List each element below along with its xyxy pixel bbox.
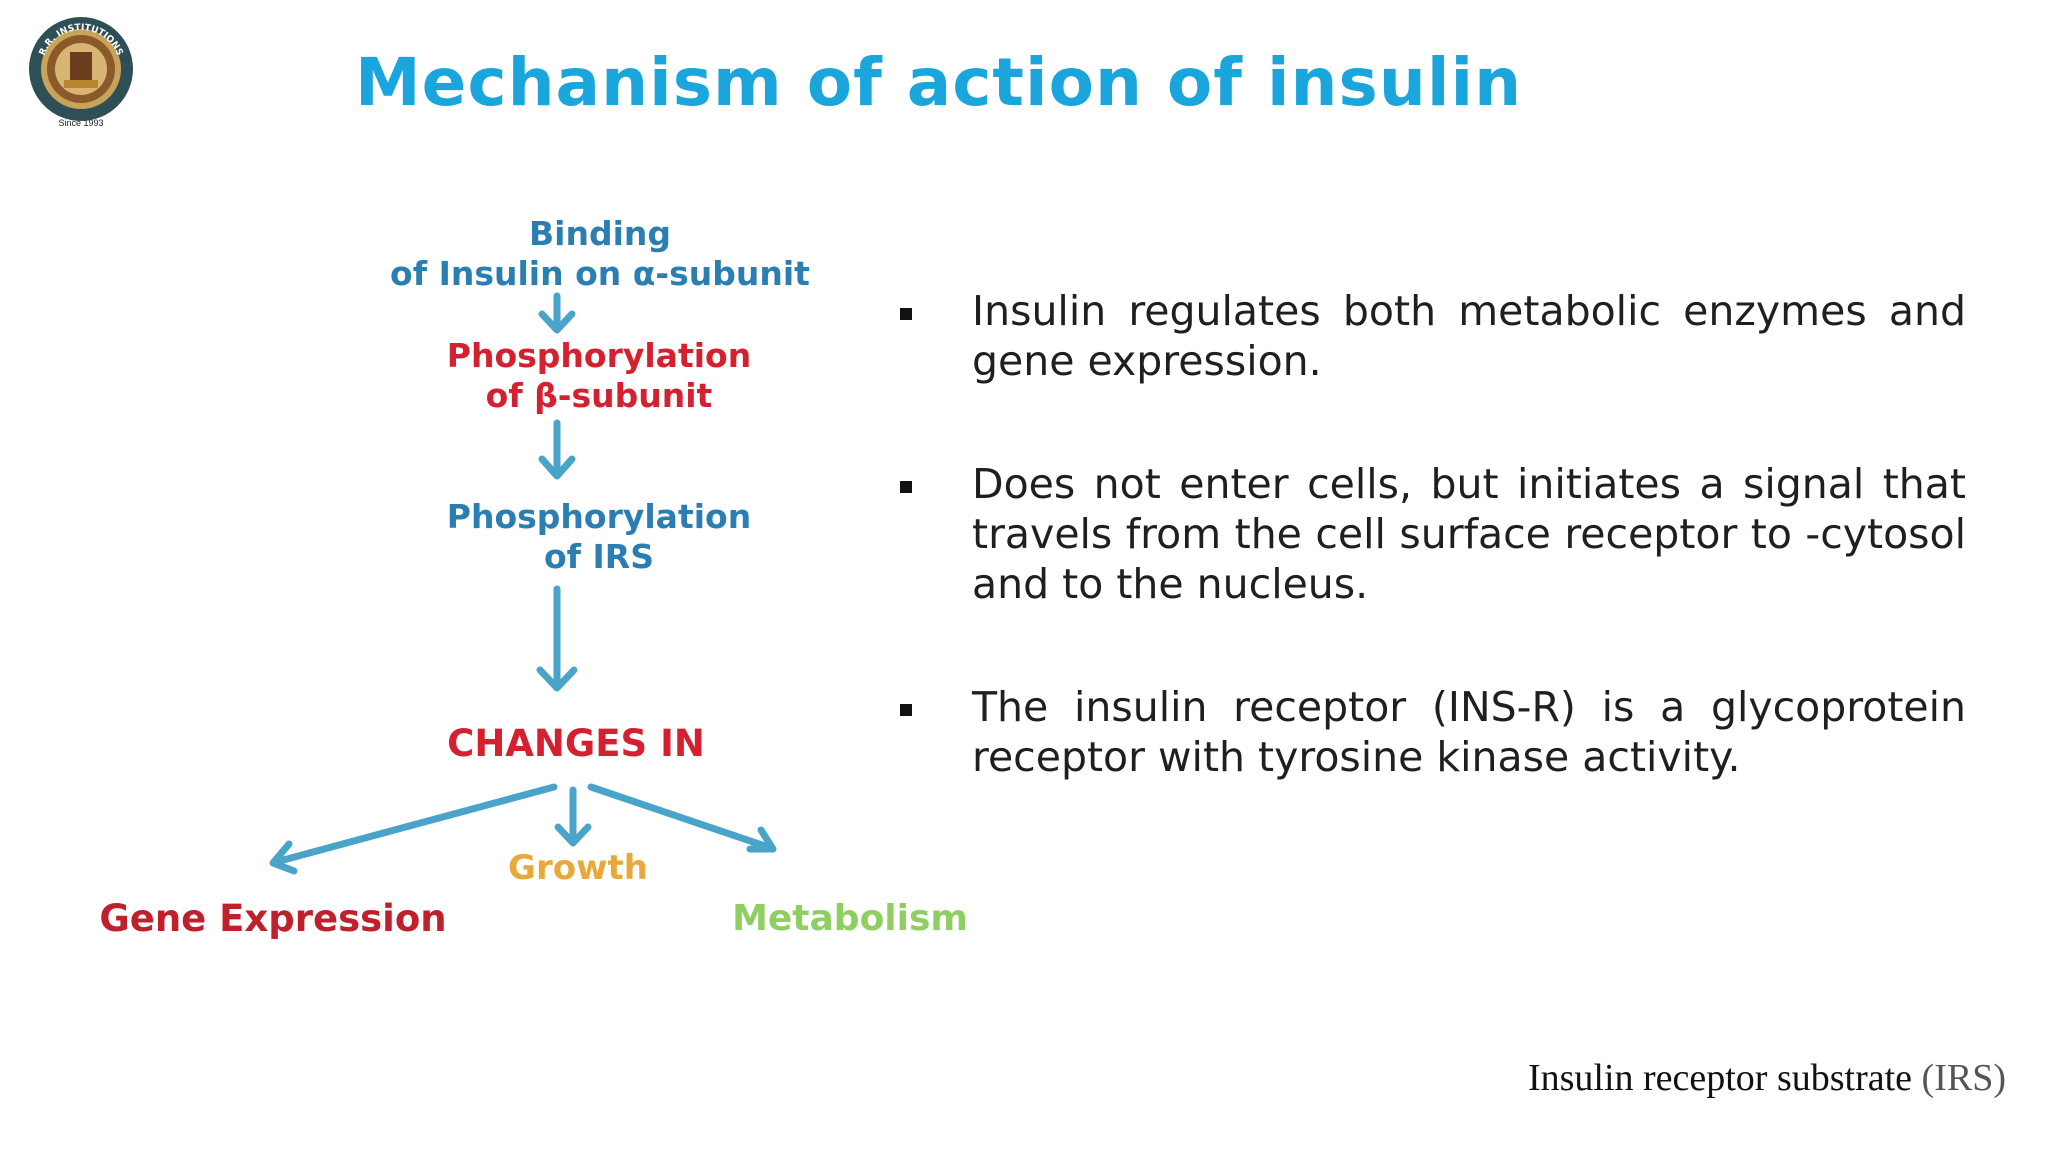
node-beta-phosphorylation: Phosphorylation of β-subunit [446,336,752,415]
logo-since-text: Since 1993 [58,118,104,128]
node-irs-phosphorylation: Phosphorylation of IRS [446,497,752,576]
node-metabolism: Metabolism [732,898,968,939]
arrow-to-growth [554,786,592,847]
footnote: Insulin receptor substrate (IRS) [1528,1056,2006,1100]
institution-logo: R.R. INSTITUTIONS Since 1993 [26,14,136,134]
arrow-to-gene-expression [269,783,558,875]
arrow-beta-to-irs [538,419,576,480]
bullet-list: Insulin regulates both metabolic enzymes… [893,286,1966,782]
node-changes-in: CHANGES IN [447,722,705,765]
bullet-item: Does not enter cells, but initiates a si… [893,459,1966,609]
arrow-binding-to-beta [538,292,576,334]
arrow-irs-to-changes [536,585,578,692]
node-gene-expression: Gene Expression [99,897,447,940]
bullet-item: The insulin receptor (INS-R) is a glycop… [893,682,1966,782]
node-binding: Binding of Insulin on α-subunit [390,214,810,293]
arrow-to-metabolism [587,783,777,853]
footnote-abbr: (IRS) [1921,1057,2006,1099]
footnote-text: Insulin receptor substrate [1527,1057,1922,1099]
bullet-marker [900,308,912,320]
bullet-marker [900,481,912,493]
bullet-marker [900,704,912,716]
bullet-item: Insulin regulates both metabolic enzymes… [893,286,1966,386]
node-growth: Growth [508,848,648,888]
slide-title: Mechanism of action of insulin [355,44,1523,121]
